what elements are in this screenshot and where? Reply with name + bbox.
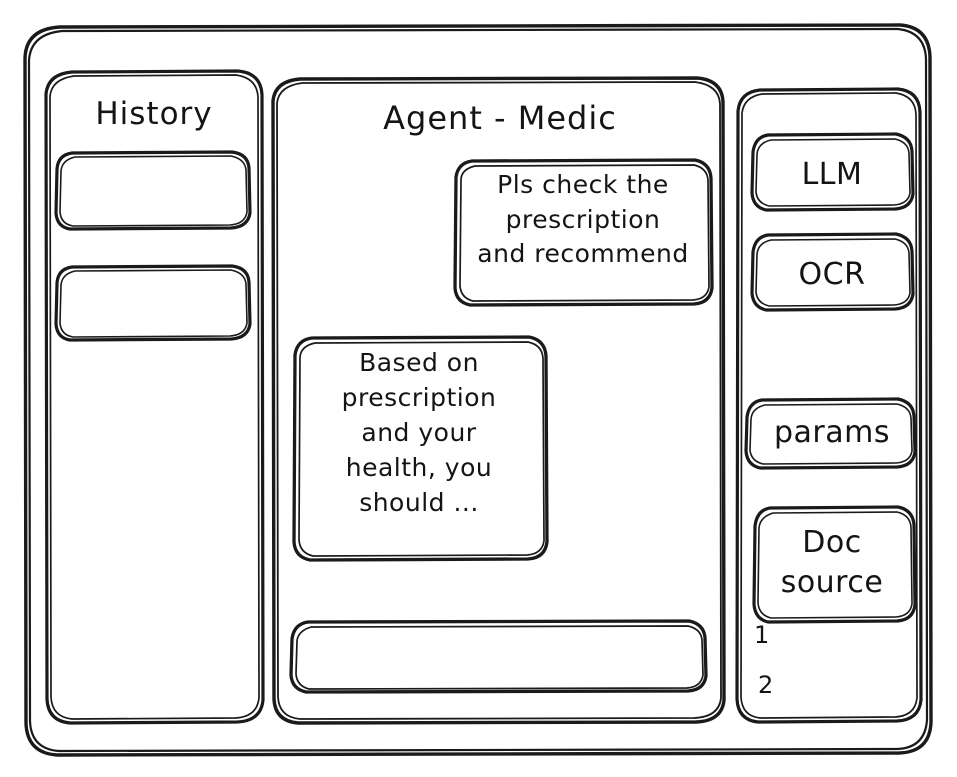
user-message-text: Pls check the prescription and recommend (477, 170, 689, 268)
ocr-button-label[interactable]: OCR (798, 257, 866, 292)
doc-source-button-label[interactable]: Doc source (780, 525, 884, 600)
window-frame (23, 23, 933, 757)
main-panel-outline (271, 76, 726, 725)
history-panel-title: History (95, 96, 213, 132)
params-button-label[interactable]: params (774, 415, 890, 450)
history-item-2-outline[interactable] (54, 264, 252, 342)
message-input-outline[interactable] (289, 619, 708, 694)
doc-source-item-1[interactable]: 1 (754, 621, 770, 649)
tools-panel-outline (735, 87, 923, 724)
llm-button-label[interactable]: LLM (801, 157, 863, 192)
history-panel-outline (44, 69, 265, 725)
agent-panel-title: Agent - Medic (383, 99, 617, 137)
params-button-outline[interactable] (744, 397, 917, 470)
user-message-bubble-outline (453, 158, 714, 307)
ocr-button-outline[interactable] (750, 232, 915, 312)
history-item-1-outline[interactable] (54, 150, 252, 231)
doc-source-button-outline[interactable] (752, 505, 917, 624)
agent-message-text: Based on prescription and your health, y… (341, 348, 497, 517)
llm-button-outline[interactable] (750, 132, 915, 212)
agent-message-bubble-outline (292, 335, 549, 562)
doc-source-item-2[interactable]: 2 (758, 671, 774, 699)
